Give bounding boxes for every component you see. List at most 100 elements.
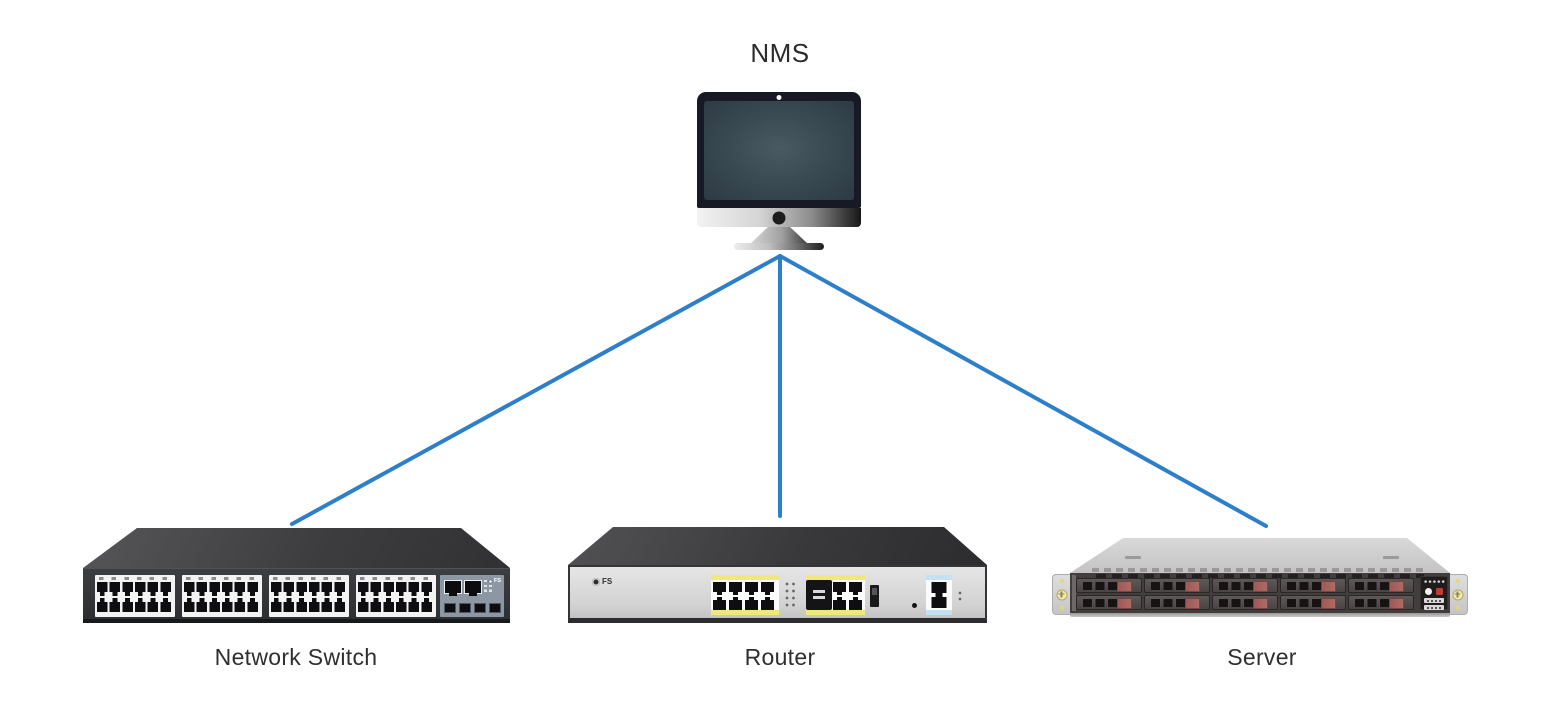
nms-monitor-illustration	[697, 92, 861, 252]
switch-port-group	[356, 575, 436, 617]
port-accent-strip	[806, 575, 865, 580]
usb-port	[1424, 605, 1444, 610]
monitor-screen	[704, 101, 854, 200]
sfp-slot	[489, 603, 501, 613]
monitor-button-dot	[772, 211, 786, 224]
ear-screw-dot	[1456, 579, 1460, 583]
front-vent-strip	[1096, 574, 1424, 578]
wan-accent-strip	[926, 610, 952, 615]
reset-button-dot	[912, 603, 917, 608]
server-illustration	[1052, 538, 1468, 620]
rj45-port-row	[713, 582, 777, 595]
ear-screw-dot	[1060, 579, 1064, 583]
port-accent-strip	[711, 575, 779, 580]
sfp-slot	[474, 603, 486, 613]
port-panel	[926, 580, 952, 610]
router-wan-port-group	[926, 575, 952, 615]
router-top-face	[568, 527, 987, 565]
switch-port-group	[95, 575, 175, 617]
drive-bay	[1280, 578, 1346, 593]
drive-bay	[1280, 595, 1346, 610]
connection-nms-switch	[290, 254, 782, 526]
port-number-labels	[360, 577, 432, 580]
switch-uplink-section: FS	[440, 575, 504, 617]
port-number-labels	[186, 577, 258, 580]
rj45-port-row	[833, 582, 865, 595]
rj45-port-row	[358, 582, 434, 596]
server-top-face	[1070, 538, 1450, 573]
port-accent-strip	[806, 610, 865, 615]
led-indicator-pair	[958, 591, 962, 603]
switch-top-face	[83, 528, 510, 568]
router-illustration: FS	[568, 527, 987, 623]
rack-screw	[1056, 589, 1068, 600]
ear-screw-dot	[1456, 606, 1460, 610]
uplink-rj45-port	[464, 580, 482, 596]
switch-port-group	[182, 575, 262, 617]
server-control-panel	[1420, 576, 1448, 610]
power-button-dot	[1425, 588, 1432, 595]
drive-bay	[1212, 595, 1278, 610]
router-label: Router	[744, 644, 816, 670]
port-accent-strip	[711, 610, 779, 615]
uplink-led-column	[484, 580, 487, 593]
drive-bay	[1212, 578, 1278, 593]
drive-bay	[1144, 578, 1210, 593]
wan-rj45-port	[931, 594, 947, 608]
rack-ear-left	[1052, 574, 1072, 615]
status-led-row	[1424, 580, 1446, 584]
connection-nms-server	[778, 254, 1268, 528]
sfp-slot	[459, 603, 471, 613]
sfp-slot	[444, 603, 456, 613]
sfp-module-pair	[806, 580, 832, 610]
monitor-bezel	[697, 92, 861, 208]
port-number-labels	[273, 577, 345, 580]
drive-bay	[1348, 578, 1414, 593]
chassis-handle-mark	[1383, 556, 1399, 559]
fs-logo-text: FS	[602, 577, 613, 586]
server-bottom-edge	[1070, 613, 1450, 617]
fs-logo-icon	[487, 578, 493, 584]
router-front-face: FS	[568, 565, 987, 623]
drive-bay	[1144, 595, 1210, 610]
rj45-port-row	[97, 598, 173, 612]
uplink-rj45-port	[444, 580, 462, 596]
port-number-labels	[99, 577, 171, 580]
server-front-face	[1070, 573, 1450, 613]
rj45-port-row	[833, 596, 865, 610]
monitor-stand-base	[734, 243, 824, 250]
port-panel	[806, 580, 865, 610]
usb-port	[1424, 598, 1444, 603]
switch-label: Network Switch	[214, 644, 378, 670]
chassis-handle-mark	[1125, 556, 1141, 559]
fs-logo-icon	[592, 577, 600, 586]
switch-front-face: FS	[83, 568, 510, 623]
rj45-port-row	[271, 598, 347, 612]
drive-bay	[1348, 595, 1414, 610]
rj45-port-row	[713, 596, 777, 610]
drive-bay	[1076, 578, 1142, 593]
server-label: Server	[1227, 644, 1297, 670]
port-panel	[711, 580, 779, 610]
router-combo-port-group	[806, 575, 865, 615]
fs-brand-logo: FS	[592, 577, 612, 586]
monitor-camera-dot	[776, 95, 782, 100]
fs-brand-logo: FS	[487, 578, 501, 584]
router-lan-port-group	[711, 575, 779, 615]
nms-label: NMS	[750, 38, 810, 68]
rack-screw	[1452, 589, 1464, 600]
rj45-port-row	[358, 598, 434, 612]
wan-accent-strip	[926, 575, 952, 580]
usb-port	[870, 585, 879, 607]
front-left-strip	[1072, 575, 1076, 611]
rj45-port-row	[97, 582, 173, 596]
rack-ear-right	[1448, 574, 1468, 615]
ear-screw-dot	[1060, 606, 1064, 610]
fs-logo-text: FS	[493, 578, 501, 584]
alert-led	[1436, 588, 1443, 595]
rj45-port-row	[184, 598, 260, 612]
rj45-port-row	[184, 582, 260, 596]
led-indicator-grid	[785, 582, 798, 608]
